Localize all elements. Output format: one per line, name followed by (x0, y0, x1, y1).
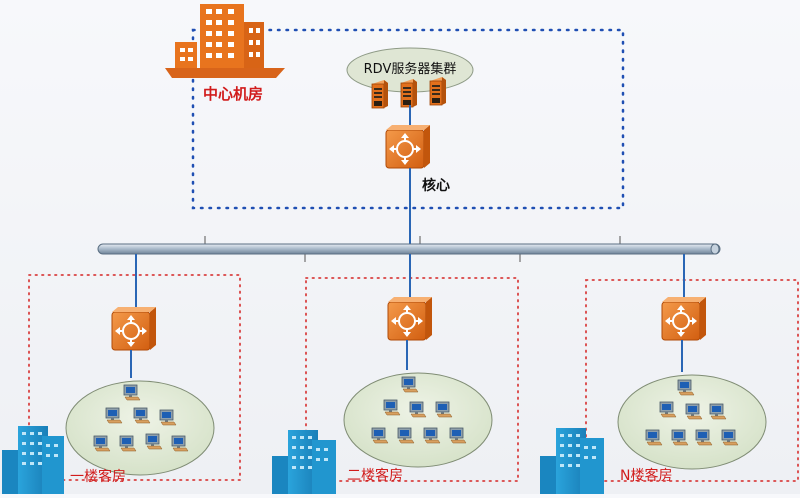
server-icon (429, 76, 447, 106)
room-n-region-border (585, 279, 799, 482)
switch-icon (385, 124, 431, 169)
room-1-label: 一楼客房 (70, 468, 126, 485)
room-n-label: N楼客房 (620, 467, 672, 484)
building-icon (540, 428, 604, 494)
room-1-pc-group (65, 380, 215, 476)
room-n-pc-group (617, 374, 767, 470)
room-2-label: 二楼客房 (347, 467, 403, 484)
switch-icon (111, 306, 157, 351)
building-icon (2, 426, 64, 494)
room-2-region-border (305, 277, 519, 482)
core-switch-label: 核心 (422, 177, 450, 194)
server-cluster-label: RDV服务器集群 (364, 61, 457, 77)
building-icon (165, 4, 285, 78)
room-1-region-border (28, 274, 241, 481)
building-icon (272, 430, 336, 494)
room-2-pc-group (343, 372, 493, 468)
datacenter-label: 中心机房 (203, 85, 263, 103)
server-icon (400, 78, 418, 108)
datacenter-region-border (191, 28, 625, 210)
server-icon (371, 79, 389, 109)
switch-icon (387, 296, 433, 341)
switch-icon (661, 296, 707, 341)
